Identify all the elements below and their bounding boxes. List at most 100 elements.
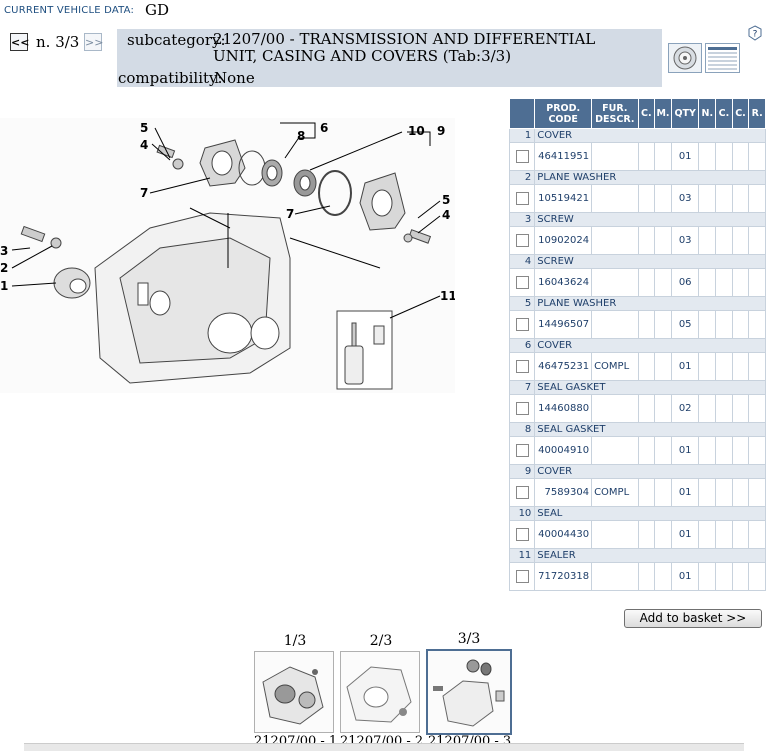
table-row-part-code: 10519421 03 — [508, 184, 766, 213]
tab-label-3: 3/3 — [457, 631, 481, 647]
part-select-checkbox[interactable] — [515, 444, 529, 457]
callout-11: 11 — [440, 289, 455, 303]
part-c1 — [637, 562, 656, 591]
horizontal-scrollbar[interactable] — [24, 743, 744, 751]
exploded-parts-diagram: 3 2 1 5 4 7 8 6 10 9 7 5 4 11 — [0, 118, 455, 393]
part-fur-descr — [591, 394, 639, 423]
part-c1 — [637, 184, 656, 213]
part-qty: 03 — [670, 226, 700, 255]
callout-10: 10 — [408, 124, 425, 138]
callout-7: 7 — [140, 186, 148, 200]
part-r — [748, 478, 766, 507]
part-name: SCREW — [534, 212, 766, 227]
part-number: 11 — [508, 548, 536, 563]
part-select-checkbox[interactable] — [515, 234, 529, 247]
part-number: 6 — [508, 338, 536, 353]
part-c2 — [715, 310, 733, 339]
part-qty: 03 — [670, 184, 700, 213]
page-indicator: n. 3/3 — [36, 33, 80, 51]
part-c3 — [731, 394, 750, 423]
part-m — [654, 352, 672, 381]
part-name: SCREW — [534, 254, 766, 269]
part-name: COVER — [534, 338, 766, 353]
part-select-checkbox[interactable] — [515, 402, 529, 415]
part-qty: 01 — [670, 352, 700, 381]
subcategory-text: 21207/00 - TRANSMISSION AND DIFFERENTIAL… — [213, 30, 596, 65]
compatibility-label: compatibility: — [118, 69, 223, 87]
callout-8: 8 — [297, 129, 305, 143]
table-header-m: M. — [654, 98, 672, 129]
part-qty: 01 — [670, 142, 700, 171]
part-select-checkbox[interactable] — [515, 318, 529, 331]
svg-text:?: ? — [753, 30, 758, 40]
part-c3 — [731, 268, 750, 297]
part-select-checkbox[interactable] — [515, 360, 529, 373]
part-select-checkbox[interactable] — [515, 528, 529, 541]
part-c1 — [637, 226, 656, 255]
part-code: 46411951 — [534, 142, 593, 171]
part-c2 — [715, 226, 733, 255]
part-m — [654, 226, 672, 255]
part-code: 10519421 — [534, 184, 593, 213]
part-select-checkbox[interactable] — [515, 150, 529, 163]
next-page-button[interactable]: >> — [84, 33, 103, 51]
part-qty: 01 — [670, 478, 700, 507]
part-r — [748, 394, 766, 423]
callout-4: 4 — [140, 138, 148, 152]
disc-view-icon[interactable] — [668, 43, 702, 73]
table-header-row: PROD. CODE FUR. DESCR. C. M. QTY N. C. C… — [508, 98, 766, 129]
table-header-c2: C. — [715, 98, 733, 129]
part-c3 — [731, 142, 750, 171]
prev-page-button[interactable]: << — [10, 33, 29, 51]
part-n — [698, 310, 717, 339]
part-qty: 01 — [670, 520, 700, 549]
part-c2 — [715, 520, 733, 549]
part-m — [654, 268, 672, 297]
part-select-cell — [508, 142, 536, 171]
subcategory-panel — [117, 29, 662, 87]
part-c2 — [715, 562, 733, 591]
part-c2 — [715, 268, 733, 297]
tab-thumbnail-2[interactable] — [340, 651, 420, 733]
part-select-checkbox[interactable] — [515, 276, 529, 289]
part-c1 — [637, 310, 656, 339]
part-select-checkbox[interactable] — [515, 570, 529, 583]
part-r — [748, 268, 766, 297]
part-n — [698, 352, 717, 381]
help-icon[interactable]: ? — [747, 25, 763, 41]
part-select-checkbox[interactable] — [515, 192, 529, 205]
part-code: 40004910 — [534, 436, 593, 465]
tab-thumbnail-3-selected[interactable] — [426, 649, 512, 735]
callout-1: 1 — [0, 279, 8, 293]
part-name: COVER — [534, 464, 766, 479]
part-code: 10902024 — [534, 226, 593, 255]
part-m — [654, 436, 672, 465]
part-c1 — [637, 142, 656, 171]
part-c1 — [637, 520, 656, 549]
part-select-checkbox[interactable] — [515, 486, 529, 499]
part-select-cell — [508, 562, 536, 591]
callout-9: 9 — [437, 124, 445, 138]
part-fur-descr — [591, 184, 639, 213]
add-to-basket-button[interactable]: Add to basket >> — [624, 609, 762, 628]
parts-table: PROD. CODE FUR. DESCR. C. M. QTY N. C. C… — [508, 98, 766, 591]
part-c3 — [731, 478, 750, 507]
tab-thumbnail-1[interactable] — [254, 651, 334, 733]
part-c3 — [731, 226, 750, 255]
list-view-icon[interactable] — [705, 43, 740, 73]
part-select-cell — [508, 436, 536, 465]
part-c2 — [715, 142, 733, 171]
part-name: SEAL GASKET — [534, 422, 766, 437]
part-c3 — [731, 352, 750, 381]
part-select-cell — [508, 310, 536, 339]
part-code: 16043624 — [534, 268, 593, 297]
part-n — [698, 184, 717, 213]
table-header-r: R. — [748, 98, 766, 129]
part-number: 8 — [508, 422, 536, 437]
